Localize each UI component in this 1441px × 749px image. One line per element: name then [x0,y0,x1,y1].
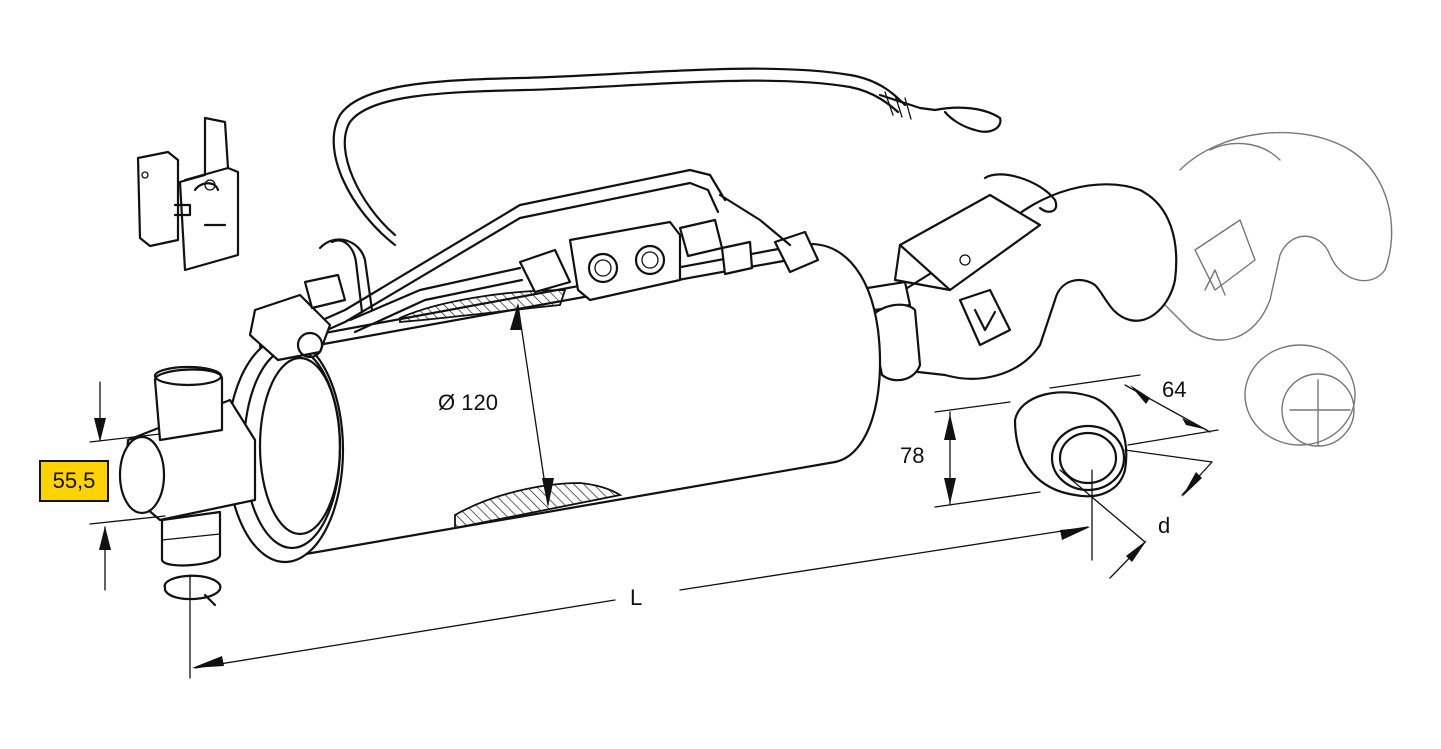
dimension-label-ball-height: 78 [900,443,924,468]
ball-joint [1013,391,1128,498]
dimension-line-ball-bore [1059,449,1213,579]
dimension-line-diameter [510,303,554,507]
dimension-label-length: L [630,585,642,610]
hydraulic-hose [332,67,1002,247]
dimension-label-diameter: Ø 120 [438,390,498,415]
dimension-line-pin-size [89,381,166,591]
hydraulic-pipes [248,168,792,362]
pin-size-callout: 55,5 [39,460,109,502]
cylinder-body [225,242,882,564]
hook-end [878,173,1178,380]
valve-block [518,218,820,302]
dimension-label-ball-bore: d [1158,513,1170,538]
dimension-label-ball-width: 64 [1162,377,1186,402]
dimension-line-length [189,469,1093,679]
ghost-hook-outline [1159,131,1393,341]
wall-section-hatch [399,289,623,530]
spring-clip-bracket [136,116,240,272]
dimension-line-ball-width [1049,374,1219,446]
ghost-ball-outline [1244,344,1356,447]
dimension-line-ball-height [934,401,1041,508]
end-pin-assembly [118,365,257,607]
